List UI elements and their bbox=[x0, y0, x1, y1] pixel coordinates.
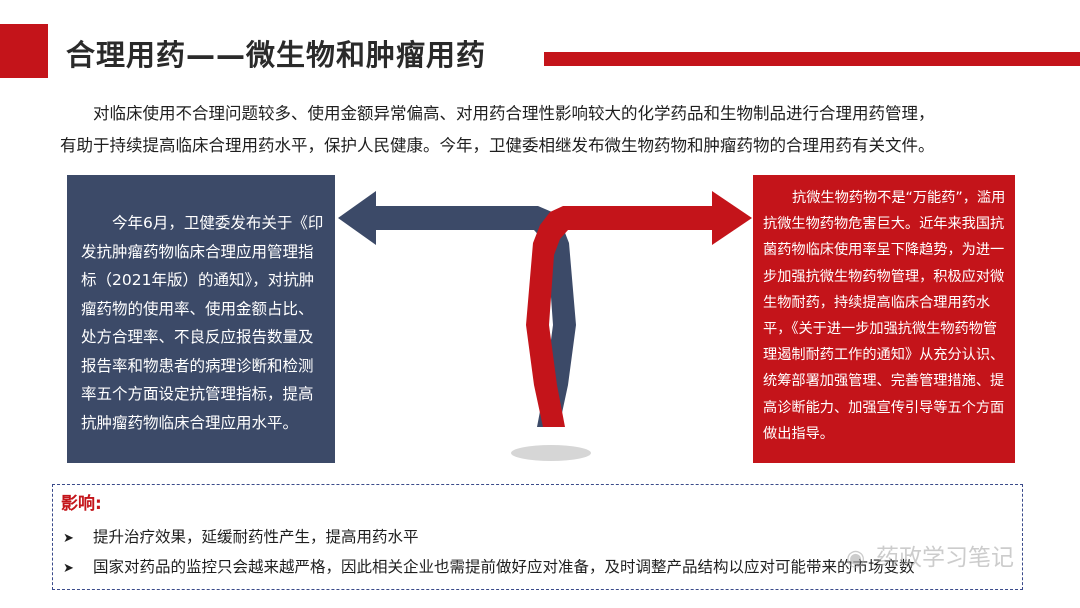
antimicrobial-drug-box: 抗微生物药物不是“万能药”，滥用抗微生物药物危害巨大。近年来我国抗菌药物临床使用… bbox=[753, 175, 1015, 463]
impact-item-text: 提升治疗效果，延缓耐药性产生，提高用药水平 bbox=[93, 528, 419, 546]
arrowhead-bullet-icon: ➤ bbox=[63, 561, 74, 576]
wechat-icon: ◉ bbox=[846, 546, 866, 571]
page-title: 合理用药——微生物和肿瘤用药 bbox=[66, 38, 487, 72]
watermark-text: 药政学习笔记 bbox=[876, 545, 1014, 571]
watermark: ◉ 药政学习笔记 bbox=[846, 538, 1014, 572]
intro-line-1: 对临床使用不合理问题较多、使用金额异常偏高、对用药合理性影响较大的化学药品和生物… bbox=[93, 104, 935, 123]
impact-section: 影响: ➤ 提升治疗效果，延缓耐药性产生，提高用药水平 ➤ 国家对药品的监控只会越来… bbox=[52, 484, 1023, 590]
intro-paragraph: 对临床使用不合理问题较多、使用金额异常偏高、对用药合理性影响较大的化学药品和生物… bbox=[60, 98, 1020, 162]
center-shadow bbox=[511, 445, 591, 461]
impact-item: ➤ 提升治疗效果，延缓耐药性产生，提高用药水平 bbox=[63, 525, 419, 547]
impact-title: 影响: bbox=[61, 494, 102, 514]
red-arrowhead-icon bbox=[712, 191, 752, 245]
title-accent-block bbox=[0, 24, 48, 78]
impact-item-text: 国家对药品的监控只会越来越严格，因此相关企业也需提前做好应对准备，及时调整产品结… bbox=[93, 558, 915, 576]
red-arrow-body bbox=[526, 206, 712, 427]
title-accent-bar bbox=[544, 52, 1080, 66]
arrowhead-bullet-icon: ➤ bbox=[63, 531, 74, 546]
tumor-drug-box: 今年6月，卫健委发布关于《印发抗肿瘤药物临床合理应用管理指标（2021年版）的通… bbox=[67, 175, 335, 463]
intro-line-2: 有助于持续提高临床合理用药水平，保护人民健康。今年，卫健委相继发布微生物药物和肿… bbox=[60, 136, 935, 155]
tumor-drug-text: 今年6月，卫健委发布关于《印发抗肿瘤药物临床合理应用管理指标（2021年版）的通… bbox=[81, 214, 324, 432]
intertwined-arrows-graphic bbox=[338, 191, 752, 461]
impact-item: ➤ 国家对药品的监控只会越来越严格，因此相关企业也需提前做好应对准备，及时调整产品… bbox=[63, 555, 915, 577]
antimicrobial-drug-text: 抗微生物药物不是“万能药”，滥用抗微生物药物危害巨大。近年来我国抗菌药物临床使用… bbox=[763, 190, 1006, 442]
navy-arrowhead-icon bbox=[338, 191, 376, 245]
